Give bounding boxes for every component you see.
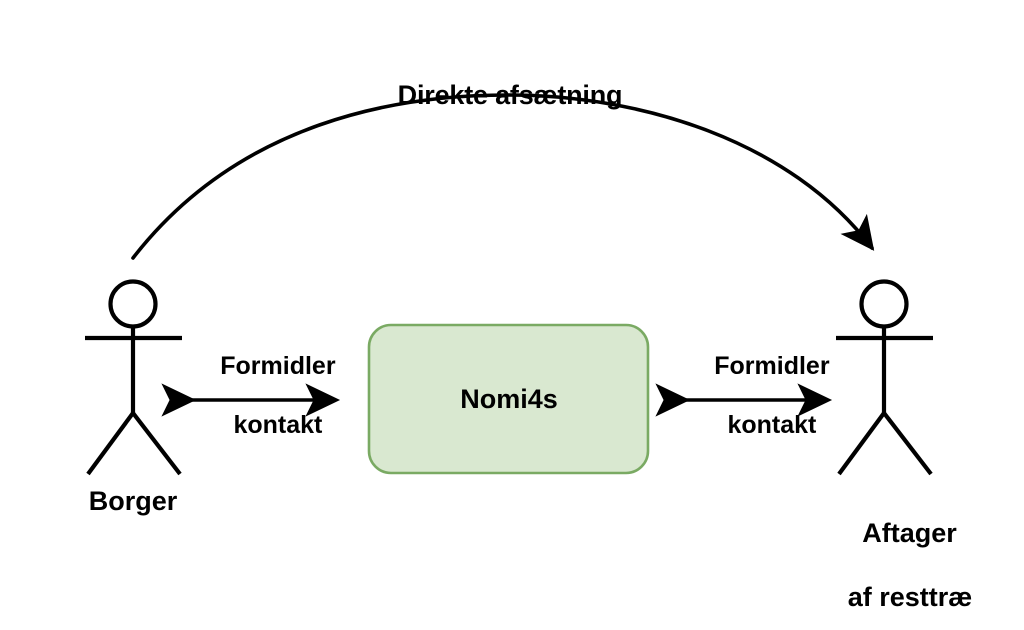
head-icon xyxy=(859,279,909,329)
right-actor-label-line2: af resttræ xyxy=(847,581,973,612)
left-link-label: Formidler kontakt xyxy=(168,322,360,470)
arc-label-direkte-afsaetning: Direkte afsætning xyxy=(397,80,623,110)
left-actor-label: Borger xyxy=(88,486,178,516)
center-node-label: Nomi4s xyxy=(460,384,558,414)
right-leg-line xyxy=(131,411,182,476)
right-link-label-line2: kontakt xyxy=(727,410,817,439)
arc-arrow-direct-sales xyxy=(131,93,875,260)
right-actor-label: Aftager af resttræ xyxy=(795,486,995,630)
head-icon xyxy=(108,279,158,329)
right-leg-line xyxy=(882,411,933,476)
stick-figure-left xyxy=(85,279,182,476)
right-link-label-line1: Formidler xyxy=(714,351,830,380)
left-link-label-line1: Formidler xyxy=(220,351,336,380)
stick-figure-right xyxy=(836,279,933,476)
right-actor-label-line1: Aftager xyxy=(862,517,957,548)
left-link-label-line2: kontakt xyxy=(233,410,323,439)
right-link-label: Formidler kontakt xyxy=(662,322,854,470)
left-leg-line xyxy=(86,411,135,476)
center-node-box[interactable] xyxy=(367,323,650,475)
left-leg-line xyxy=(837,411,886,476)
